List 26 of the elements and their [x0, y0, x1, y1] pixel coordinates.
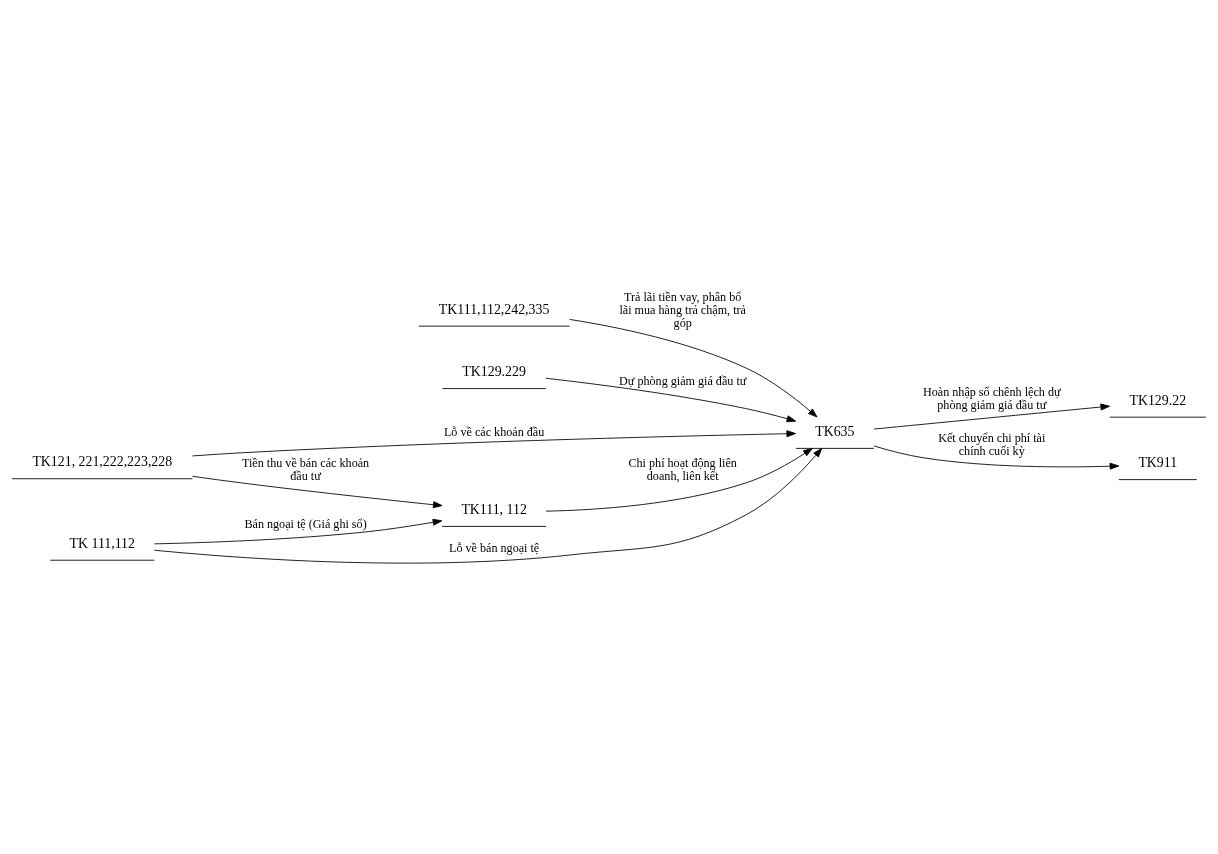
node-text: TK121, 221,222,223,228: [32, 453, 173, 469]
edge-label: Hoàn nhập số chênh lệch dự phòng giảm giá đầu tư: [922, 384, 1061, 412]
arrow: [545, 377, 797, 422]
edge-label: Lỗ về bán ngoại tệ: [449, 540, 540, 555]
node-text: TK111,112,242,335: [438, 301, 550, 317]
edge-label: Tiền thu về bán các khoản đầu tư: [241, 455, 370, 483]
node-text: TK111, 112: [461, 501, 527, 517]
node-text: TK 111,112: [69, 535, 135, 551]
edge-label: Trả lãi tiền vay, phân bổ lãi mua hàng trả chậm, trả góp: [619, 289, 746, 330]
arrow: [153, 518, 443, 544]
edge-label: Dự phòng giảm giá đầu tư: [619, 373, 747, 388]
edge-label: Chi phí hoạt động liên doanh, liên kết: [628, 455, 737, 483]
edge-label: Lỗ về các khoản đầu: [443, 424, 545, 439]
arrow: [153, 447, 823, 564]
edge-label: Kết chuyển chi phí tài chính cuối kỳ: [938, 430, 1046, 458]
arrow: [545, 447, 813, 512]
node-text: TK129.22: [1129, 392, 1187, 408]
arrow: [569, 318, 818, 417]
node-text: TK635: [815, 423, 855, 439]
node-text: TK911: [1138, 454, 1178, 470]
arrow: [192, 475, 443, 508]
arrow: [192, 429, 796, 456]
arrow: [873, 445, 1120, 470]
node-text: TK129.229: [462, 363, 526, 379]
arrow: [873, 403, 1110, 429]
edge-label: Bán ngoại tệ (Giá ghi sổ): [244, 516, 367, 531]
